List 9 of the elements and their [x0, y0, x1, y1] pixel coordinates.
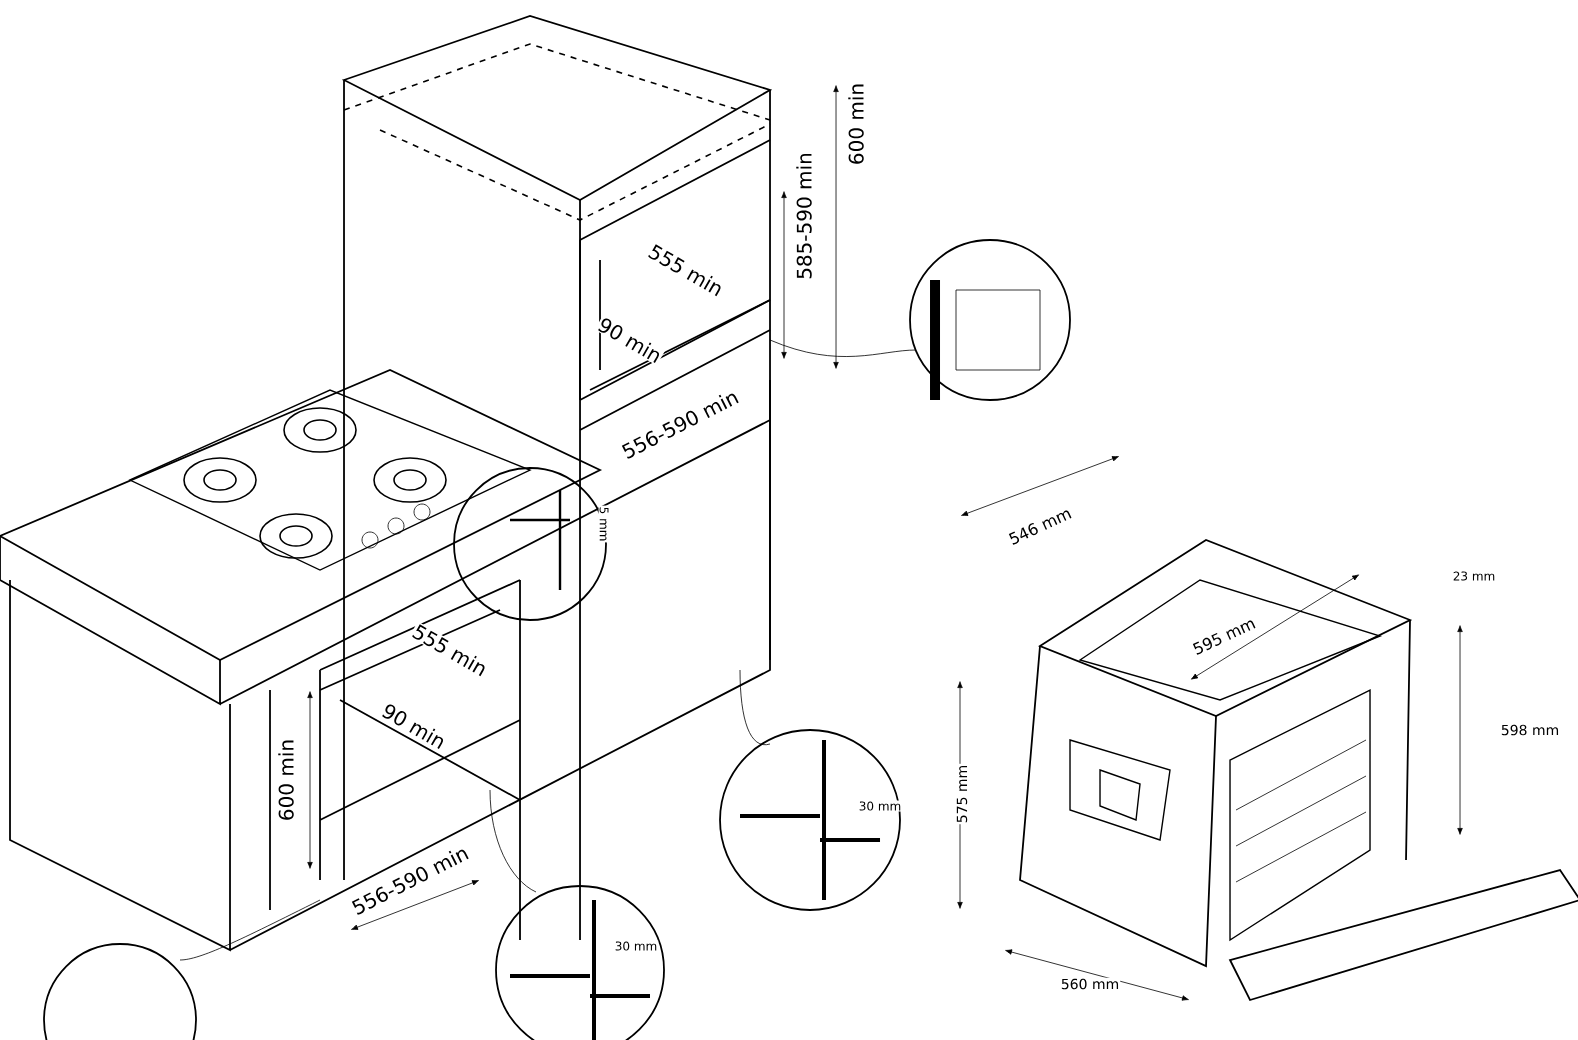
dimension-label: 555 min: [409, 621, 491, 679]
dimension-label: 600 min: [277, 737, 295, 823]
dimension-label: 90 min: [378, 700, 450, 752]
dimension-label: 546 mm: [1005, 505, 1075, 547]
dimension-label: 90 min: [594, 314, 666, 366]
dimension-label: 595 mm: [1189, 615, 1259, 657]
dimension-label: 585-590 min: [795, 151, 813, 281]
dimension-label: 600 min: [847, 81, 865, 167]
dimension-label: 555 min: [645, 241, 727, 299]
